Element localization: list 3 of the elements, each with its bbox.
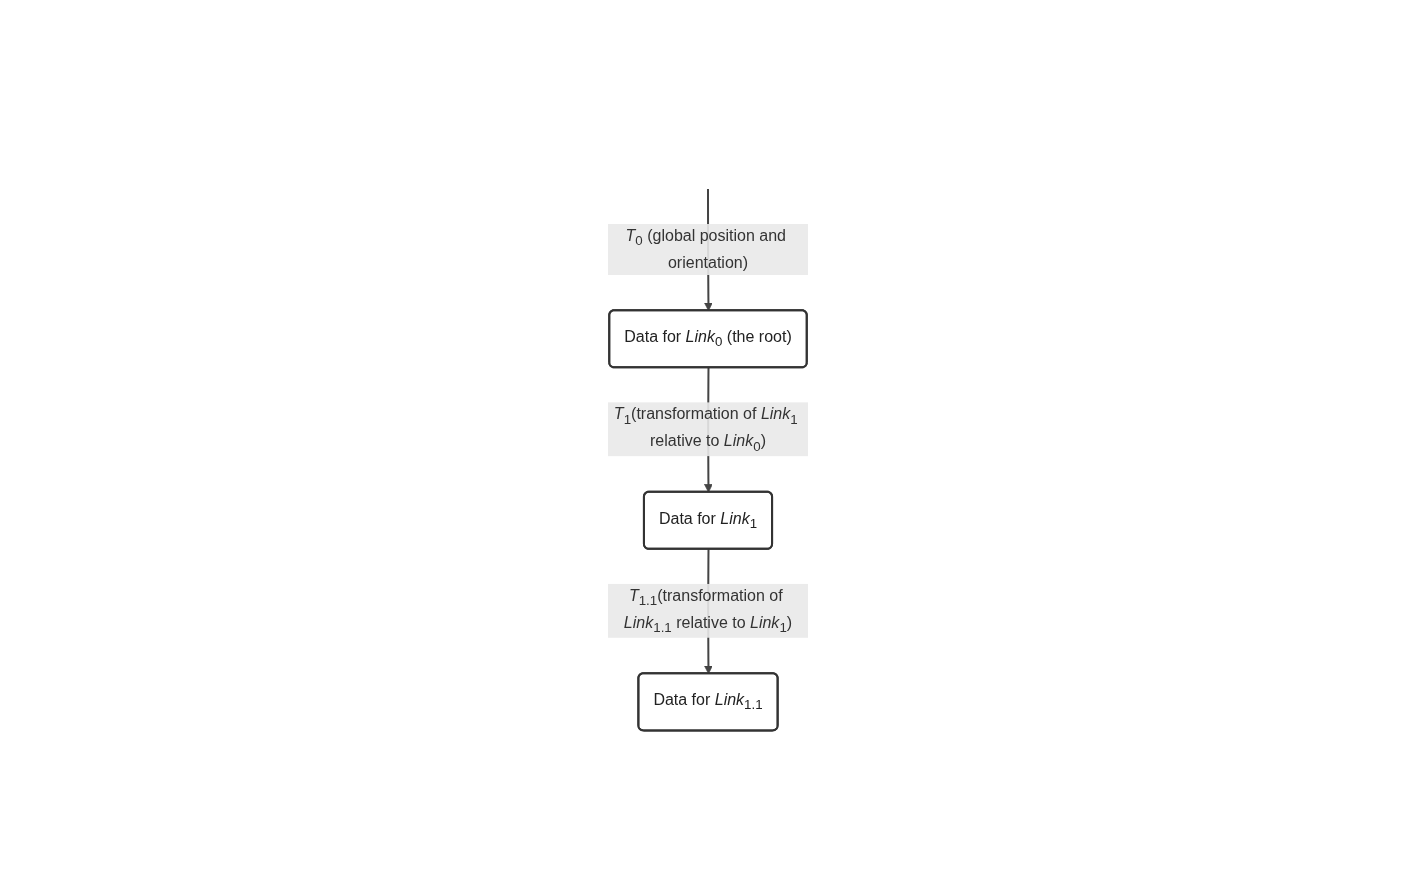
edge-label: T$_{1.1}$(transformation of Link$_{1.1}$ relative to Link$_{1}$) (623, 587, 793, 636)
edge-label: T$_{1}$(transformation of Link$_{1}$ relative to Link$_{0}$) (613, 405, 798, 455)
edge-label: T$_{0}$ (global position and orientation) (625, 227, 786, 272)
